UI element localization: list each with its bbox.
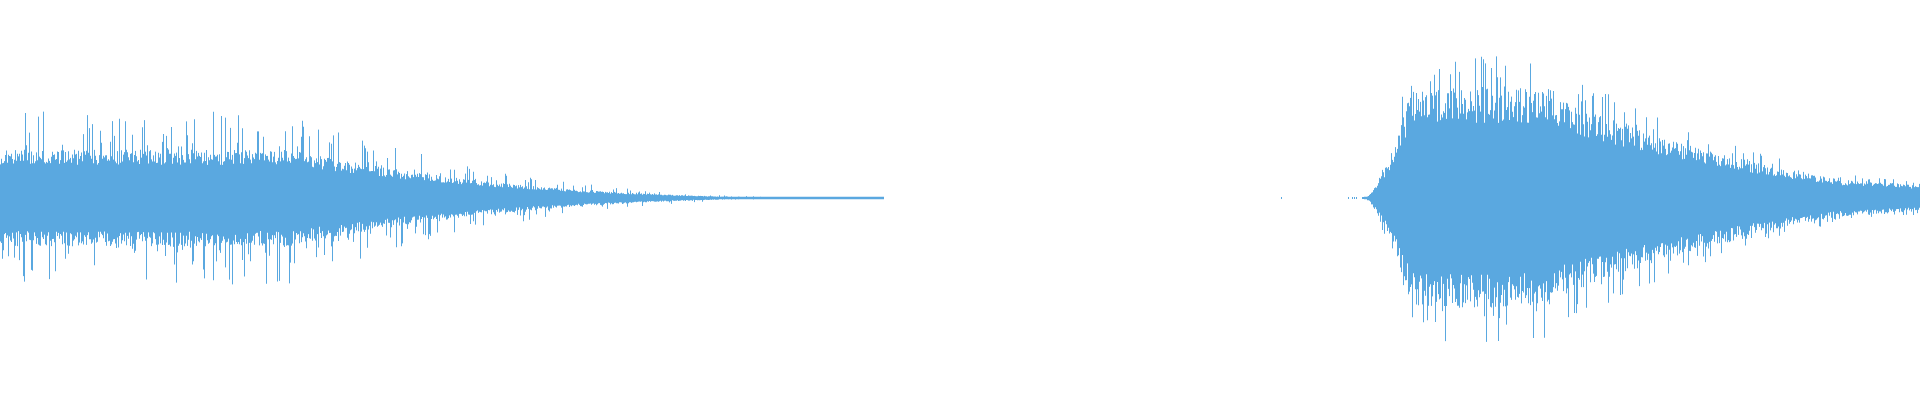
waveform-samples [0, 56, 1920, 342]
